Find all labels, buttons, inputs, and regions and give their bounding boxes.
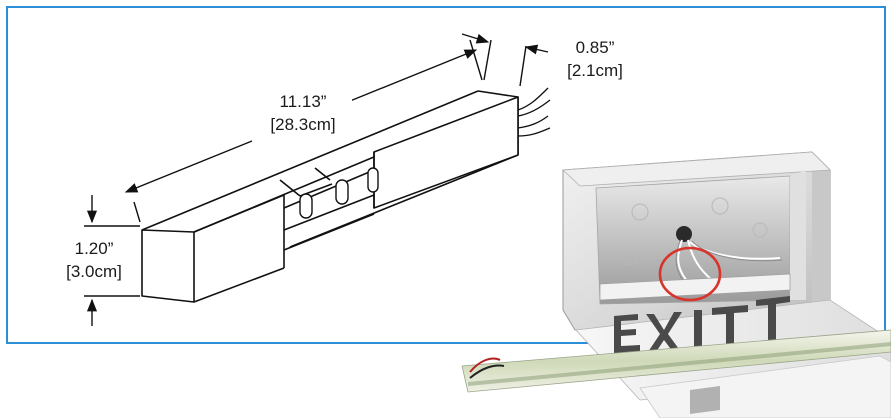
- width-metric: [2.1cm]: [567, 61, 623, 80]
- module-leds: [299, 167, 379, 219]
- exit-letters: [614, 296, 790, 358]
- exit-sign-photo: [461, 151, 891, 418]
- length-imperial: 11.13”: [279, 92, 327, 111]
- height-dimension-label: 1.20” [3.0cm]: [50, 237, 138, 283]
- height-imperial: 1.20”: [74, 239, 114, 258]
- highlight-circle: [658, 246, 722, 302]
- module-body: [141, 90, 519, 303]
- length-metric: [28.3cm]: [270, 115, 336, 134]
- height-dimension-arrow: [84, 195, 140, 326]
- width-dimension-arrow: [461, 33, 549, 87]
- height-metric: [3.0cm]: [66, 262, 122, 281]
- module-wires: [517, 87, 551, 137]
- led-retrofit-strip: [461, 329, 891, 418]
- width-dimension-label: 0.85” [2.1cm]: [552, 36, 638, 82]
- length-dimension-arrow: [124, 39, 483, 223]
- length-dimension-label: 11.13” [28.3cm]: [254, 90, 352, 136]
- width-imperial: 0.85”: [575, 38, 615, 57]
